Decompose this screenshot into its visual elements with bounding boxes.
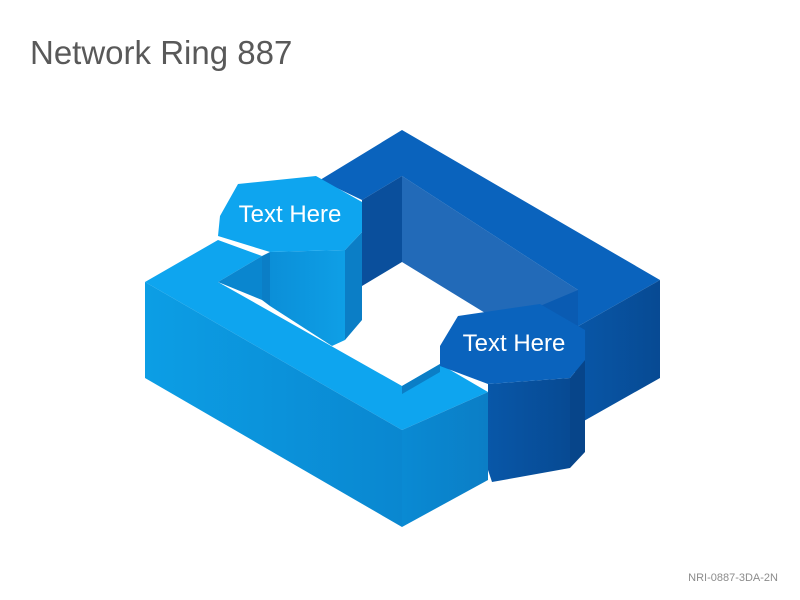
segment-label-dark: Text Here — [463, 330, 566, 357]
slide-code: NRI-0887-3DA-2N — [688, 572, 778, 584]
ring-segment-light — [145, 240, 488, 527]
slide-title: Network Ring 887 — [30, 34, 293, 71]
label-block-light: Text Here — [218, 176, 362, 346]
segment-label-light: Text Here — [239, 201, 342, 228]
label-block-dark: Text Here — [440, 304, 585, 482]
